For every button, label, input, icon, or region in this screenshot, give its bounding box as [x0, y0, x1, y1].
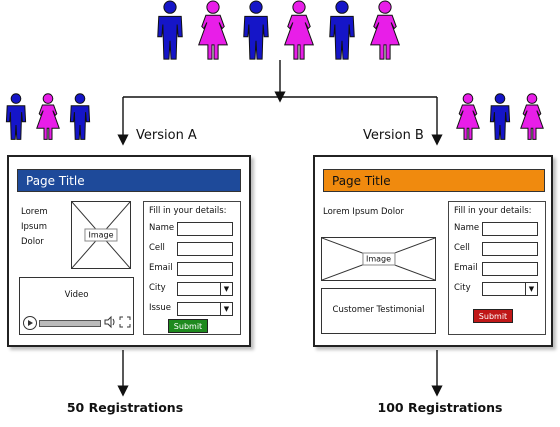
- chevron-down-icon: ▼: [220, 303, 232, 315]
- female-person-icon: [198, 0, 228, 60]
- issue-select[interactable]: ▼: [177, 302, 233, 316]
- female-person-icon: [36, 93, 60, 140]
- name-input[interactable]: [177, 222, 233, 236]
- form-heading: Fill in your details:: [454, 206, 532, 216]
- lorem-line: Ipsum: [21, 222, 47, 232]
- version-b-label: Version B: [363, 128, 424, 143]
- page-title-bar: Page Title: [323, 169, 545, 192]
- version-b-group: [456, 93, 544, 140]
- customer-testimonial: Customer Testimonial: [321, 288, 436, 334]
- video-player[interactable]: Video: [19, 277, 134, 335]
- female-person-icon: [370, 0, 400, 60]
- female-person-icon: [520, 93, 544, 140]
- female-person-icon: [456, 93, 480, 140]
- lorem-text: Lorem Ipsum Dolor: [323, 207, 404, 217]
- image-label: Image: [361, 252, 396, 266]
- version-a-mockup: Page Title Lorem Ipsum Dolor Image Video: [7, 155, 251, 347]
- male-person-icon: [329, 0, 355, 60]
- field-label: Cell: [149, 243, 165, 253]
- field-label: Cell: [454, 243, 470, 253]
- page-title-bar: Page Title: [17, 169, 241, 192]
- form-heading: Fill in your details:: [149, 206, 227, 216]
- video-label: Video: [64, 290, 89, 300]
- image-placeholder: Image: [321, 237, 436, 281]
- testimonial-label: Customer Testimonial: [332, 305, 425, 315]
- chevron-down-icon: ▼: [220, 283, 232, 295]
- lorem-text: Lorem Ipsum Dolor: [21, 205, 48, 250]
- chevron-down-icon: ▼: [525, 283, 537, 295]
- video-seek-bar[interactable]: [39, 320, 101, 327]
- field-label: City: [454, 283, 471, 293]
- male-person-icon: [157, 0, 183, 60]
- submit-button[interactable]: Submit: [473, 309, 513, 323]
- version-a-group: [5, 93, 91, 140]
- play-button[interactable]: [23, 316, 37, 330]
- male-person-icon: [243, 0, 269, 60]
- male-person-icon: [489, 93, 511, 140]
- lorem-line: Dolor: [21, 237, 44, 247]
- version-b-result: 100 Registrations: [377, 400, 503, 415]
- volume-icon[interactable]: [104, 315, 116, 329]
- male-person-icon: [69, 93, 91, 140]
- page-title: Page Title: [332, 174, 391, 188]
- version-a-result: 50 Registrations: [66, 400, 184, 415]
- city-select[interactable]: ▼: [482, 282, 538, 296]
- page-title: Page Title: [26, 174, 85, 188]
- email-input[interactable]: [177, 262, 233, 276]
- registration-form: Fill in your details: Name Cell Email Ci…: [448, 201, 546, 335]
- image-label: Image: [84, 228, 118, 242]
- fullscreen-icon[interactable]: [119, 316, 131, 328]
- image-placeholder: Image: [71, 201, 131, 269]
- field-label: Name: [454, 223, 480, 233]
- field-label: Issue: [149, 303, 171, 313]
- registration-form: Fill in your details: Name Cell Email Ci…: [143, 201, 241, 335]
- name-input[interactable]: [482, 222, 538, 236]
- submit-button[interactable]: Submit: [168, 319, 208, 333]
- lorem-line: Lorem: [21, 207, 48, 217]
- male-person-icon: [5, 93, 27, 140]
- play-icon: [28, 320, 33, 326]
- field-label: City: [149, 283, 166, 293]
- population-group: [157, 0, 400, 60]
- email-input[interactable]: [482, 262, 538, 276]
- field-label: Email: [149, 263, 173, 273]
- city-select[interactable]: ▼: [177, 282, 233, 296]
- female-person-icon: [284, 0, 314, 60]
- field-label: Name: [149, 223, 175, 233]
- cell-input[interactable]: [177, 242, 233, 256]
- version-a-label: Version A: [136, 128, 197, 143]
- version-b-mockup: Page Title Lorem Ipsum Dolor Image Custo…: [313, 155, 553, 347]
- cell-input[interactable]: [482, 242, 538, 256]
- field-label: Email: [454, 263, 478, 273]
